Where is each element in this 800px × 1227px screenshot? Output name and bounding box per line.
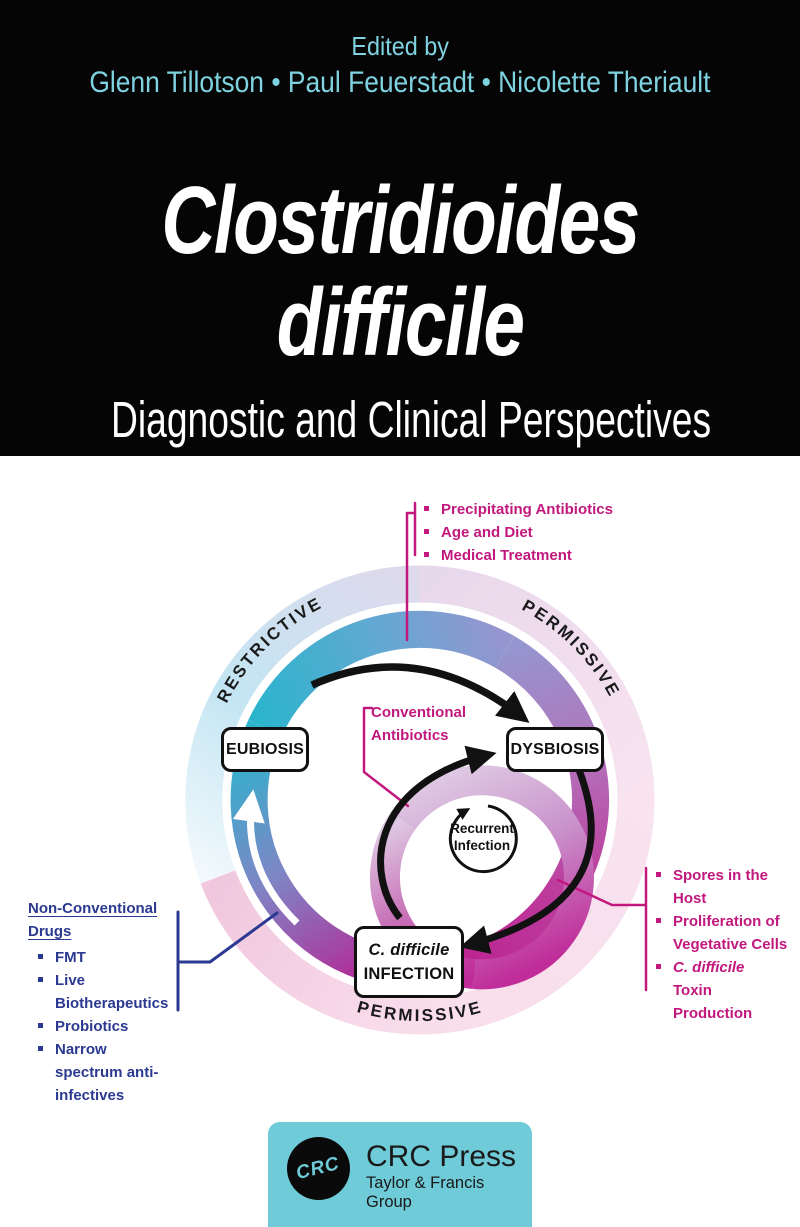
top-factor-item: Precipitating Antibiotics: [424, 498, 634, 521]
cover-header: Edited by Glenn Tillotson • Paul Feuerst…: [0, 0, 800, 456]
top-factor-item: Medical Treatment: [424, 544, 634, 567]
publisher-bar: CRC CRC Press Taylor & Francis Group: [268, 1122, 532, 1227]
recurrent-cycle-arrow: [448, 804, 518, 874]
bullet-square-icon: [38, 1023, 43, 1028]
bullet-square-icon: [38, 954, 43, 959]
right-factor-item: C. difficile Toxin Production: [656, 956, 790, 1025]
book-title-line2: difficile: [276, 269, 525, 376]
top-factors-annotation: Precipitating Antibiotics Age and Diet M…: [424, 498, 634, 567]
recurrence-ring-right-arc: [390, 765, 594, 990]
book-subtitle: Diagnostic and Clinical Perspectives: [110, 391, 712, 448]
left-drugs-heading: Non-Conventional Drugs: [28, 900, 158, 940]
top-factors-leader: [405, 501, 417, 642]
eubiosis-to-dysbiosis-arrow: [310, 663, 530, 723]
publisher-name: CRC Press: [366, 1140, 517, 1173]
outer-ring-pink-arc-1: [419, 565, 655, 801]
outer-ring: [185, 565, 655, 1035]
dysbiosis-node: DYSBIOSIS: [506, 727, 604, 772]
outer-ring-pink-arc-2: [419, 799, 655, 1035]
outer-ring-blue-arc: [185, 565, 421, 884]
bullet-square-icon: [424, 529, 429, 534]
authors-line: Glenn Tillotson • Paul Feuerstadt • Nico…: [89, 66, 711, 99]
conventional-antibiotics-annotation: Conventional Antibiotics: [371, 704, 467, 744]
book-title-line1: Clostridioides: [161, 167, 640, 274]
bullet-square-icon: [38, 1046, 43, 1051]
cdifficile-infection-node: C. difficile INFECTION: [354, 926, 464, 998]
inner-ring-teal-arc: [248, 610, 515, 737]
left-drug-item: Probiotics: [38, 1015, 178, 1038]
infection-to-eubiosis-arrow: [232, 789, 300, 926]
bullet-square-icon: [424, 506, 429, 511]
eubiosis-node: EUBIOSIS: [221, 727, 309, 772]
recurrent-infection-circle: [446, 802, 518, 874]
publisher-group: Taylor & Francis Group: [366, 1174, 485, 1211]
right-factor-item: Proliferation of Vegetative Cells: [656, 910, 790, 956]
left-drugs-leader: [176, 910, 279, 1012]
bullet-square-icon: [656, 918, 661, 923]
left-drug-item: Narrow spectrum anti-infectives: [38, 1038, 178, 1107]
infection-to-dysbiosis-arrow: [377, 745, 497, 921]
bullet-square-icon: [38, 977, 43, 982]
crc-logo-icon: CRC: [287, 1137, 350, 1200]
outer-ring-pink-arc-3: [200, 870, 421, 1035]
right-factors-annotation: Spores in the Host Proliferation of Vege…: [656, 864, 790, 1025]
left-drugs-annotation: Non-Conventional Drugs FMT Live Biothera…: [28, 897, 178, 1107]
left-drug-item: Live Biotherapeutics: [38, 969, 178, 1015]
edited-by-label: Edited by: [351, 31, 449, 61]
top-factor-item: Age and Diet: [424, 521, 634, 544]
bullet-square-icon: [656, 872, 661, 877]
bullet-square-icon: [656, 964, 661, 969]
right-factor-item: Spores in the Host: [656, 864, 790, 910]
conventional-antibiotics-leader: [362, 706, 410, 808]
recurrent-infection-label: Recurrent Infection: [450, 821, 514, 853]
left-drug-item: FMT: [38, 946, 178, 969]
right-factors-leader: [556, 866, 648, 992]
dysbiosis-to-infection-arrow: [459, 765, 595, 954]
bullet-square-icon: [424, 552, 429, 557]
